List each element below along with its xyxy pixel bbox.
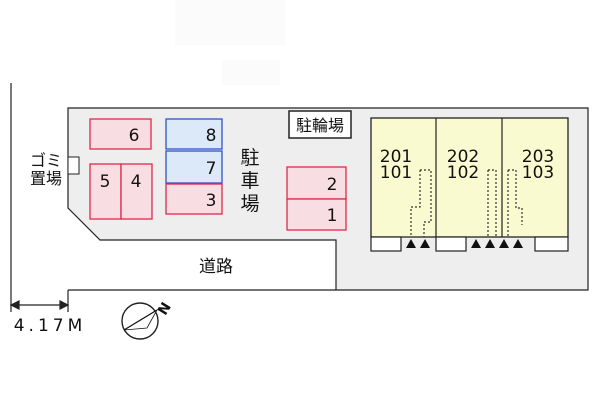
parking-label-char: 車 (240, 170, 259, 192)
compass-icon (121, 302, 159, 340)
parking-number: 3 (206, 191, 217, 211)
parking-space-3 (165, 183, 223, 215)
distance-label: 4.17M (14, 316, 87, 336)
parking-number: 4 (131, 172, 142, 192)
unit-upper-number: 202 (447, 147, 479, 167)
parking-label-char: 場 (240, 193, 259, 215)
parking-space: 5 (89, 163, 122, 220)
entrance-box (370, 236, 402, 252)
building (370, 117, 569, 238)
parking-number: 6 (129, 126, 140, 146)
bicycle-parking-label: 駐輪場 (296, 116, 344, 135)
parking-space-2 (286, 166, 347, 200)
entrance-box (435, 236, 467, 252)
garbage-box (67, 156, 80, 175)
bicycle-parking-box (288, 110, 352, 139)
parking-number: 8 (206, 126, 217, 146)
parking-space: 1 (286, 198, 347, 231)
road-label: 道路 (199, 257, 233, 277)
parking-number: 1 (327, 206, 338, 226)
unit-upper-number: 201 (380, 147, 412, 167)
unit-lower-number: 101 (380, 163, 412, 183)
unit-upper-number: 203 (522, 147, 554, 167)
distance-dimension (9, 300, 70, 310)
unit-lower-number: 103 (522, 163, 554, 183)
garbage-label-line2: 置場 (30, 169, 62, 188)
unit-lower-number: 102 (447, 163, 479, 183)
dotted-outline (410, 169, 523, 237)
parking-space-1 (286, 198, 347, 231)
background-block (175, 0, 285, 45)
garbage-label-line1: ゴミ (30, 151, 62, 170)
parking-number: 5 (100, 172, 111, 192)
entry-arrow-icon (406, 239, 523, 248)
parking-space: 2 (286, 166, 347, 200)
parking-label-char: 駐 (240, 147, 259, 169)
parking-space: 8 (165, 118, 223, 150)
entrance-box (534, 236, 569, 252)
background-block (222, 60, 280, 85)
parking-space: 6 (89, 118, 152, 150)
parking-space: 7 (165, 150, 223, 184)
parking-space-6 (89, 118, 152, 150)
parking-space-8 (165, 118, 223, 150)
parking-space-4 (120, 163, 153, 220)
parking-number: 2 (327, 175, 338, 195)
compass-letter: N (155, 300, 175, 318)
parking-space: 3 (165, 183, 223, 215)
parking-space: 4 (120, 163, 153, 220)
parking-number: 7 (206, 159, 217, 179)
